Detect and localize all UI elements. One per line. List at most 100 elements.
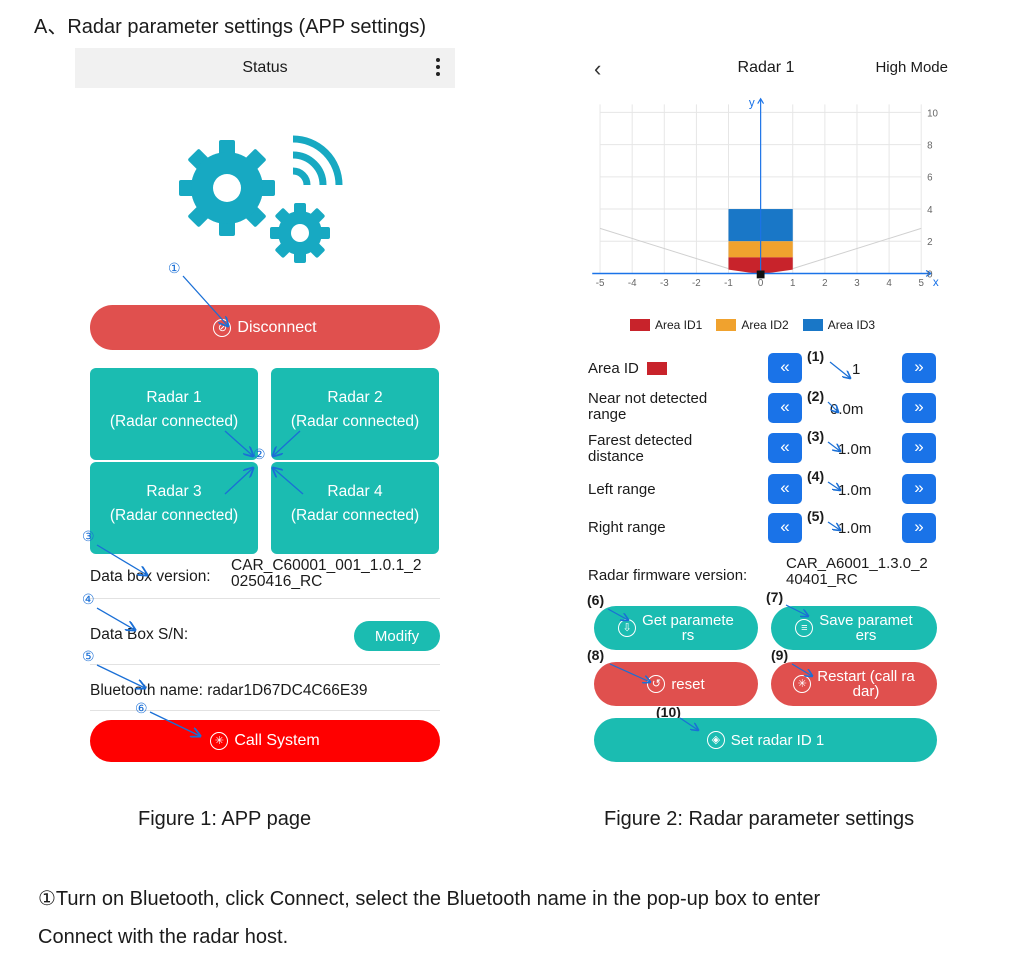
save-parameters-line-2: ers (855, 627, 877, 644)
note-5: (5) (807, 508, 825, 524)
left-decrement-button[interactable]: « (768, 474, 802, 504)
near-increment-button[interactable]: » (902, 393, 936, 423)
param-label-line-1: Farest detected (588, 432, 693, 449)
x-axis-label: x (933, 276, 939, 289)
x-tick-label: 1 (790, 278, 795, 289)
marker-2: ② (253, 446, 266, 462)
restart-line-2: dar) (852, 683, 880, 700)
legend-label: Area ID1 (655, 318, 703, 332)
save-icon: ≡ (795, 619, 814, 637)
more-vertical-icon[interactable] (435, 56, 441, 78)
area-id-decrement-button[interactable]: « (768, 353, 802, 383)
legend-item-area2: Area ID2 (716, 318, 789, 332)
radar-2-name: Radar 2 (327, 389, 383, 406)
y-tick-label: 0 (927, 269, 933, 280)
farest-increment-button[interactable]: » (902, 433, 936, 463)
radar-4-name: Radar 4 (327, 483, 383, 500)
note-7: (7) (766, 589, 784, 605)
get-parameters-button[interactable]: ⇩ Get paramete rs (594, 606, 758, 650)
annotation-arrows (96, 275, 304, 783)
restart-label: Restart (call ra dar) (817, 669, 915, 699)
marker-1: ① (168, 260, 181, 276)
call-system-button[interactable]: ✳ Call System (90, 720, 440, 762)
chart-legend: Area ID1 Area ID2 Area ID3 (630, 318, 875, 332)
note-3: (3) (807, 428, 825, 444)
data-box-version-label: Data box version: (90, 568, 211, 585)
marker-3: ③ (82, 528, 95, 544)
chevron-left-icon[interactable]: ‹ (594, 56, 602, 81)
annotation-arrows (607, 361, 952, 783)
x-tick-label: 4 (886, 278, 892, 289)
marker-4: ④ (82, 591, 95, 607)
x-tick-label: -4 (628, 278, 637, 289)
gears-wireless-icon (179, 135, 343, 263)
disconnect-button[interactable]: ⊘ Disconnect (90, 305, 440, 350)
y-tick-label: 2 (927, 237, 932, 248)
diamond-icon: ◈ (706, 731, 725, 749)
y-tick-label: 8 (927, 141, 932, 152)
legend-label: Area ID2 (741, 318, 789, 332)
param-label-area-id: Area ID (588, 360, 668, 377)
radar-1-name: Radar 1 (146, 389, 202, 406)
data-box-version-line-2: 0250416_RC (231, 573, 323, 590)
cone-edge-left (599, 227, 729, 270)
param-label-near: Near not detected range (588, 391, 707, 423)
save-parameters-line-1: Save paramet (819, 612, 913, 629)
restart-button[interactable]: ✳ Restart (call ra dar) (771, 662, 937, 706)
modify-button[interactable]: Modify (354, 621, 440, 651)
radar-tile-2[interactable]: Radar 2 (Radar connected) (271, 368, 439, 460)
instruction-paragraph-line-2: Connect with the radar host. (38, 926, 289, 948)
farest-value: 1.0m (838, 441, 872, 458)
sn-label: Data Box S/N: (90, 626, 189, 643)
area-id-increment-button[interactable]: » (902, 353, 936, 383)
note-9: (9) (771, 647, 789, 663)
area-color-swatch (647, 362, 668, 375)
disconnect-label: Disconnect (237, 318, 317, 336)
firmware-label: Radar firmware version: (588, 567, 748, 584)
caption-figure-1: Figure 1: APP page (138, 808, 312, 830)
radar-4-status: (Radar connected) (290, 507, 420, 524)
call-system-label: Call System (234, 732, 320, 749)
get-parameters-line-1: Get paramete (642, 612, 734, 629)
radar-tile-3[interactable]: Radar 3 (Radar connected) (90, 462, 258, 554)
x-tick-label: 2 (822, 278, 827, 289)
app-status-screen: Status (75, 48, 455, 783)
set-radar-id-button[interactable]: ◈ Set radar ID 1 (594, 718, 937, 762)
y-axis-label: y (749, 97, 755, 110)
right-decrement-button[interactable]: « (768, 513, 802, 543)
caption-figure-2: Figure 2: Radar parameter settings (604, 808, 915, 830)
marker-6: ⑥ (135, 700, 148, 716)
get-parameters-label: Get paramete rs (642, 613, 734, 643)
left-increment-button[interactable]: » (902, 474, 936, 504)
x-tick-label: 0 (758, 278, 764, 289)
radar-tile-1[interactable]: Radar 1 (Radar connected) (90, 368, 258, 460)
note-4: (4) (807, 468, 825, 484)
radar-title: Radar 1 (737, 59, 795, 76)
save-parameters-button[interactable]: ≡ Save paramet ers (771, 606, 937, 650)
restart-icon: ✳ (793, 675, 812, 693)
marker-5: ⑤ (82, 648, 95, 664)
cone-edge-right (792, 227, 922, 270)
set-radar-id-label: Set radar ID 1 (730, 731, 825, 749)
radar-tile-4[interactable]: Radar 4 (Radar connected) (271, 462, 439, 554)
firmware-value: CAR_A6001_1.3.0_2 40401_RC (786, 556, 928, 588)
y-tick-label: 10 (927, 108, 938, 119)
x-axis-arrow (925, 270, 933, 277)
param-label-right: Right range (588, 519, 666, 536)
y-axis-arrow (757, 97, 765, 104)
radar-3-name: Radar 3 (146, 483, 202, 500)
right-increment-button[interactable]: » (902, 513, 936, 543)
y-tick-label: 6 (927, 173, 932, 184)
farest-decrement-button[interactable]: « (768, 433, 802, 463)
mode-toggle[interactable]: High Mode (875, 59, 948, 76)
firmware-line-1: CAR_A6001_1.3.0_2 (786, 555, 928, 572)
param-label-text: Area ID (588, 360, 639, 377)
near-decrement-button[interactable]: « (768, 393, 802, 423)
snowflake-icon: ✳ (210, 732, 229, 750)
legend-item-area1: Area ID1 (630, 318, 702, 332)
restart-line-1: Restart (call ra (817, 668, 915, 685)
status-header: Status (75, 48, 455, 88)
x-tick-label: -1 (724, 278, 733, 289)
x-tick-label: -2 (692, 278, 701, 289)
